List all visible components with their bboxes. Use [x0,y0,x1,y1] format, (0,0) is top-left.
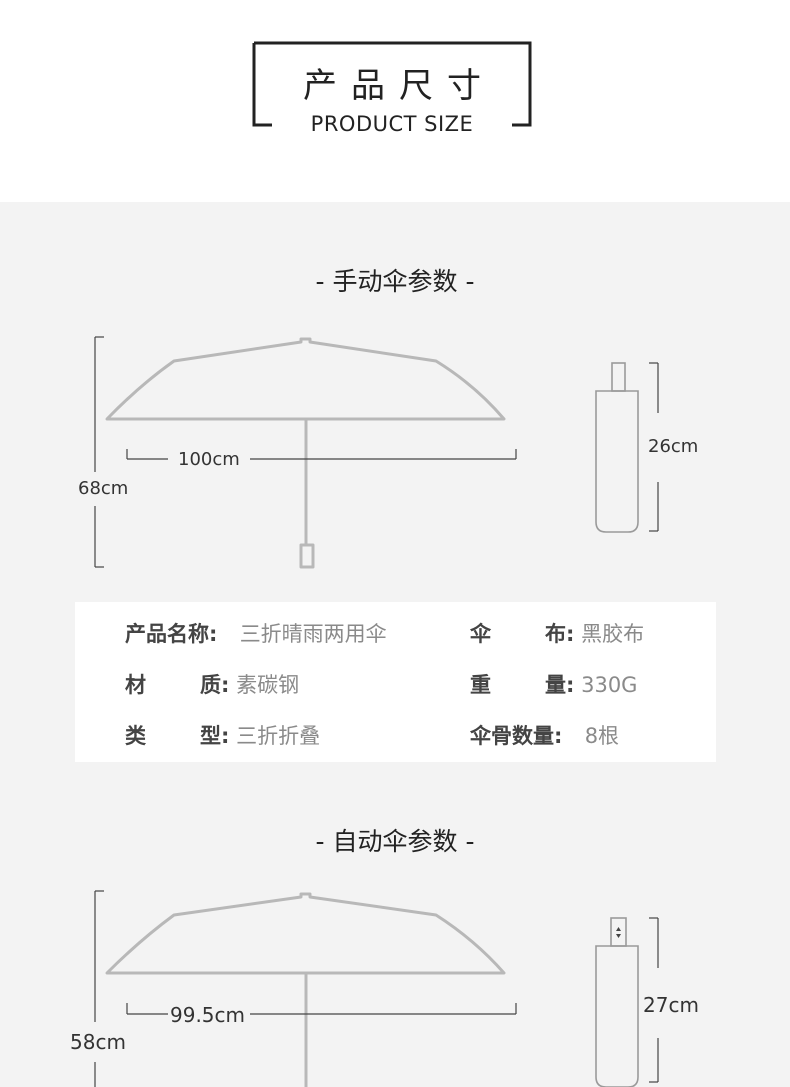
automatic-open-umbrella [105,892,506,1087]
manual-height-label: 68cm [78,478,129,499]
spec-table: 产品名称: 三折晴雨两用伞 伞布: 黑胶布 材质: 素碳钢 重量: 330G 类… [75,602,716,762]
manual-height-dim [94,336,104,568]
spec-type: 类型: 三折折叠 [125,724,321,748]
spec-name: 产品名称: 三折晴雨两用伞 [125,622,387,646]
manual-folded-dim [649,362,659,532]
header-area [0,0,790,202]
automatic-folded-label: 27cm [643,993,699,1017]
automatic-width-dim [126,1003,517,1015]
spec-weight: 重量: 330G [470,673,638,697]
automatic-section-title: - 自动伞参数 - [315,827,475,856]
title-frame [252,41,532,127]
manual-width-dim [126,449,517,460]
spec-material: 材质: 素碳钢 [125,673,300,697]
manual-section-title: - 手动伞参数 - [315,267,475,296]
automatic-folded-umbrella [595,917,639,1087]
automatic-height-dim [94,890,104,1087]
automatic-width-label: 99.5cm [170,1003,246,1027]
manual-folded-label: 26cm [648,436,699,457]
automatic-folded-dim [649,917,659,1083]
manual-width-label: 100cm [178,449,240,470]
page-subtitle: PRODUCT SIZE [310,112,474,136]
page-title: 产品尺寸 [303,66,495,106]
manual-open-umbrella [105,337,506,569]
auto-button-icon [616,927,621,938]
manual-folded-umbrella [595,362,639,533]
automatic-height-label: 58cm [70,1030,126,1054]
spec-ribs: 伞骨数量: 8根 [470,724,620,748]
spec-fabric: 伞布: 黑胶布 [470,622,645,646]
